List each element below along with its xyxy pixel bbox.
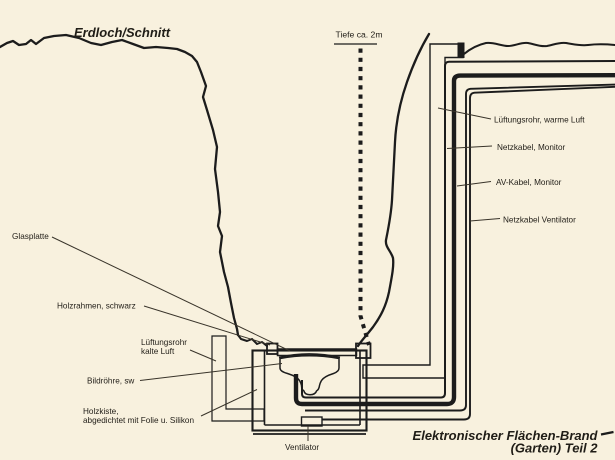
crt-tube-label: Bildröhre, sw (87, 377, 134, 386)
warm-air-pipe-label: Lüftungsrohr, warme Luft (494, 116, 585, 125)
fan-power-cable-line-a (305, 83, 615, 412)
glass-plate-label: Glasplatte (12, 232, 49, 241)
cold-air-pipe-label-line1: Lüftungsrohr (141, 338, 187, 347)
wood-box-label-line1: Holzkiste, (83, 407, 119, 416)
crt-tube-body (279, 355, 340, 396)
caption-line1: Elektronischer Flächen-Brand (413, 428, 599, 443)
wood-frame-label: Holzrahmen, schwarz (57, 302, 136, 311)
warm-air-pipe-mouth-bar (457, 42, 465, 58)
wood-frame-leader (143, 305, 271, 346)
fan-unit (300, 416, 323, 427)
hole-right-wall-curve (356, 32, 431, 348)
monitor-av-cable-label: AV-Kabel, Monitor (496, 178, 562, 187)
monitor-power-cable-leader (446, 145, 493, 149)
wood-box-label-line2: abgedichtet mit Folie u. Silikon (83, 416, 194, 425)
crt-tube-leader (139, 363, 283, 381)
fan-power-cable-label: Netzkabel Ventilator (503, 216, 576, 225)
monitor-av-cable-line (293, 73, 615, 407)
warm-air-pipe-leader (437, 107, 492, 120)
edge-scan-mark (600, 430, 614, 436)
wood-box-outer-wall (251, 349, 368, 432)
wood-box-leader (200, 389, 258, 417)
depth-dashed-line (358, 48, 371, 346)
cold-air-pipe-leader (189, 349, 217, 362)
monitor-power-cable-label: Netzkabel, Monitor (497, 143, 566, 152)
ground-surface-right (463, 41, 615, 55)
depth-note-label: Tiefe ca. 2m (336, 30, 383, 40)
wood-frame-left-section (266, 342, 279, 355)
fan-label: Ventilator (285, 443, 319, 452)
caption-line2: (Garten) Teil 2 (511, 441, 599, 456)
wood-frame-right-section (355, 342, 372, 359)
crt-screen-face-arc (278, 353, 341, 359)
ground-surface-left-and-hole-left-wall (0, 33, 240, 337)
section-title: Erdloch/Schnitt (74, 25, 171, 40)
fan-power-cable-line-b (322, 85, 615, 421)
monitor-power-cable-line (301, 60, 615, 399)
monitor-av-cable-leader (456, 181, 492, 187)
fan-power-cable-leader (469, 218, 501, 222)
glass-plate-leader (51, 236, 291, 352)
cold-air-pipe-label-line2: kalte Luft (141, 347, 175, 356)
